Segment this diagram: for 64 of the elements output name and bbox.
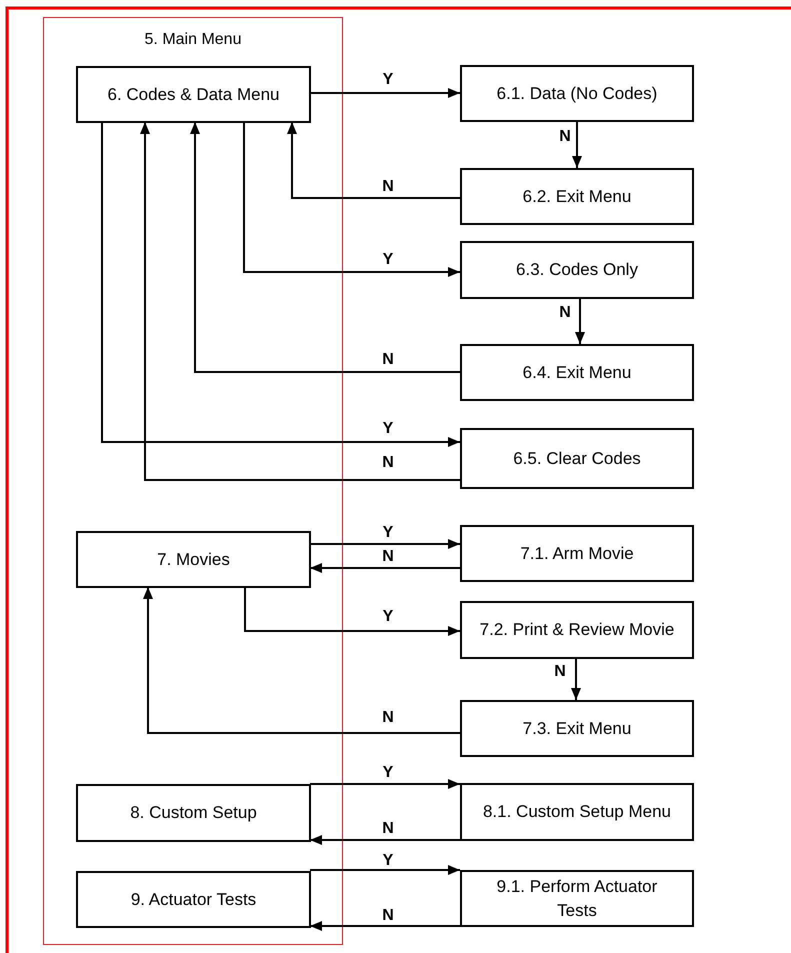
box-label: 6. Codes & Data Menu bbox=[108, 84, 280, 106]
edge-label: N bbox=[382, 821, 394, 837]
process-box bbox=[76, 784, 311, 842]
edge-label: N bbox=[382, 710, 394, 726]
process-box bbox=[76, 531, 311, 588]
process-box bbox=[76, 66, 311, 123]
process-box bbox=[460, 525, 694, 582]
arrow bbox=[571, 659, 581, 700]
process-box bbox=[460, 601, 694, 659]
arrow bbox=[310, 88, 460, 98]
menu-group-frame bbox=[43, 17, 343, 945]
process-box bbox=[460, 65, 694, 122]
edge-label: Y bbox=[382, 853, 394, 869]
edge-label: N bbox=[382, 352, 394, 368]
arrow bbox=[310, 835, 460, 845]
edge-label: N bbox=[554, 664, 566, 680]
box-label: 8. Custom Setup bbox=[130, 802, 257, 824]
edge-label: Y bbox=[382, 252, 394, 268]
process-box bbox=[460, 428, 694, 489]
box-label: 7. Movies bbox=[157, 548, 230, 570]
arrow bbox=[575, 299, 585, 344]
process-box bbox=[460, 783, 694, 841]
box-label: 9.1. Perform Actuator Tests bbox=[496, 876, 658, 922]
box-label: 6.1. Data (No Codes) bbox=[496, 82, 658, 104]
edge-label: N bbox=[559, 305, 571, 321]
arrow bbox=[101, 122, 460, 447]
box-label: 6.3. Codes Only bbox=[516, 259, 638, 281]
box-label: 6.2. Exit Menu bbox=[522, 186, 632, 208]
edge-label: Y bbox=[382, 765, 394, 781]
box-label: 8.1. Custom Setup Menu bbox=[482, 801, 672, 823]
arrow bbox=[190, 122, 460, 373]
process-box bbox=[76, 871, 311, 928]
arrow bbox=[310, 563, 460, 573]
arrow bbox=[310, 779, 460, 789]
process-box bbox=[460, 241, 694, 299]
process-box bbox=[460, 344, 694, 401]
box-label: 7.3. Exit Menu bbox=[522, 718, 632, 740]
edge-label: Y bbox=[382, 421, 394, 437]
process-box bbox=[460, 168, 694, 225]
arrow bbox=[140, 122, 460, 481]
edge-label: Y bbox=[382, 609, 394, 625]
box-label: 7.2. Print & Review Movie bbox=[480, 619, 674, 641]
process-box bbox=[460, 870, 694, 927]
edge-label: N bbox=[382, 908, 394, 924]
arrow bbox=[310, 921, 460, 931]
group-heading: 5. Main Menu bbox=[144, 30, 242, 50]
arrow bbox=[244, 587, 460, 636]
arrow bbox=[243, 122, 460, 277]
edge-label: N bbox=[382, 179, 394, 195]
edge-label: N bbox=[382, 455, 394, 471]
edge-label: Y bbox=[382, 72, 394, 88]
arrow bbox=[310, 865, 460, 875]
arrow bbox=[572, 122, 582, 168]
arrow bbox=[310, 539, 460, 549]
edge-label: N bbox=[559, 129, 571, 145]
arrow bbox=[143, 587, 460, 734]
box-label: 7.1. Arm Movie bbox=[520, 542, 634, 564]
box-label: 6.4. Exit Menu bbox=[522, 362, 632, 384]
edge-label: N bbox=[382, 549, 394, 565]
edge-label: Y bbox=[382, 525, 394, 541]
box-label: 6.5. Clear Codes bbox=[513, 448, 641, 470]
process-box bbox=[460, 700, 694, 757]
arrow bbox=[287, 122, 460, 199]
box-label: 9. Actuator Tests bbox=[130, 888, 256, 910]
